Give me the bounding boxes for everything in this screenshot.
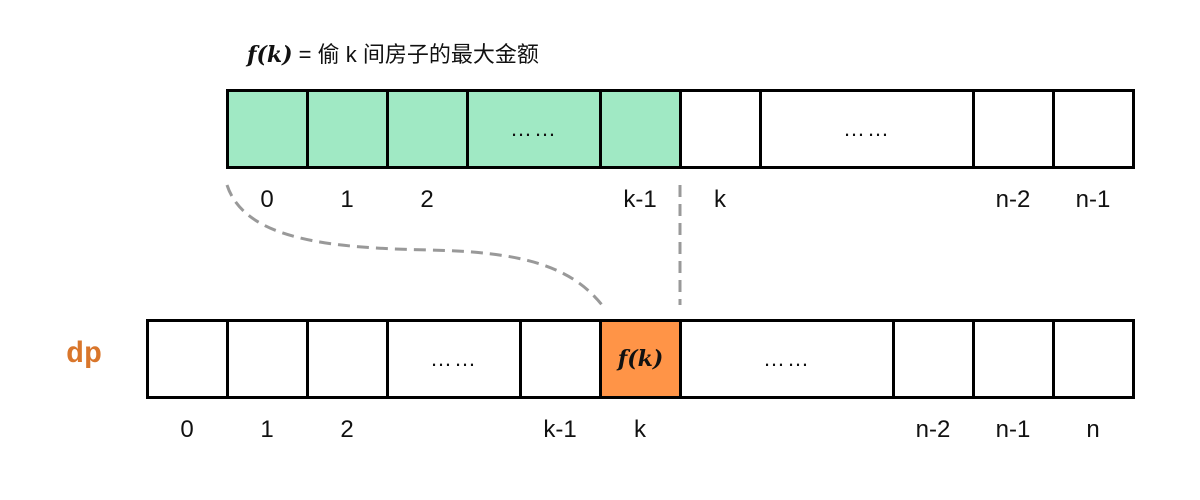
dp-index-label: 2 bbox=[340, 416, 354, 443]
house-cell-n-2 bbox=[975, 92, 1055, 166]
diagram-title: f(k) = 偷 k 间房子的最大金额 bbox=[247, 40, 539, 70]
dp-array: …… f(k) …… bbox=[146, 319, 1135, 399]
dp-array-label: dp bbox=[66, 338, 103, 372]
house-cell-k bbox=[682, 92, 762, 166]
house-cell-ellipsis: …… bbox=[469, 92, 602, 166]
dp-cell-k: f(k) bbox=[602, 322, 682, 396]
top-index-label: k-1 bbox=[623, 186, 657, 213]
house-cell-1 bbox=[309, 92, 389, 166]
dp-index-label: n-2 bbox=[915, 416, 951, 443]
house-cell-2 bbox=[389, 92, 469, 166]
dp-index-label: k-1 bbox=[543, 416, 577, 443]
top-index-label: n-2 bbox=[995, 186, 1031, 213]
house-cell-0 bbox=[229, 92, 309, 166]
dp-index-label: 1 bbox=[260, 416, 274, 443]
dp-cell-ellipsis-2: …… bbox=[682, 322, 895, 396]
top-index-label: n-1 bbox=[1075, 186, 1111, 213]
dp-index-label: k bbox=[634, 416, 646, 443]
dp-index-label: 0 bbox=[180, 416, 194, 443]
dp-cell-n-1 bbox=[975, 322, 1055, 396]
dp-index-label: n-1 bbox=[995, 416, 1031, 443]
dashed-curve bbox=[225, 184, 604, 306]
title-text: = 偷 k 间房子的最大金额 bbox=[292, 42, 539, 67]
dp-cell-ellipsis: …… bbox=[389, 322, 522, 396]
top-index-label: 1 bbox=[340, 186, 354, 213]
dp-cell-0 bbox=[149, 322, 229, 396]
top-index-label: 0 bbox=[260, 186, 274, 213]
houses-array: …… …… bbox=[226, 89, 1135, 169]
house-cell-ellipsis-2: …… bbox=[762, 92, 975, 166]
dp-cell-n-2 bbox=[895, 322, 975, 396]
dp-cell-2 bbox=[309, 322, 389, 396]
dp-cell-k-1 bbox=[522, 322, 602, 396]
dp-cell-1 bbox=[229, 322, 309, 396]
dp-index-label: n bbox=[1086, 416, 1100, 443]
house-cell-k-1 bbox=[602, 92, 682, 166]
top-index-label: k bbox=[714, 186, 726, 213]
title-formula: f(k) bbox=[247, 42, 293, 68]
top-index-label: 2 bbox=[420, 186, 434, 213]
